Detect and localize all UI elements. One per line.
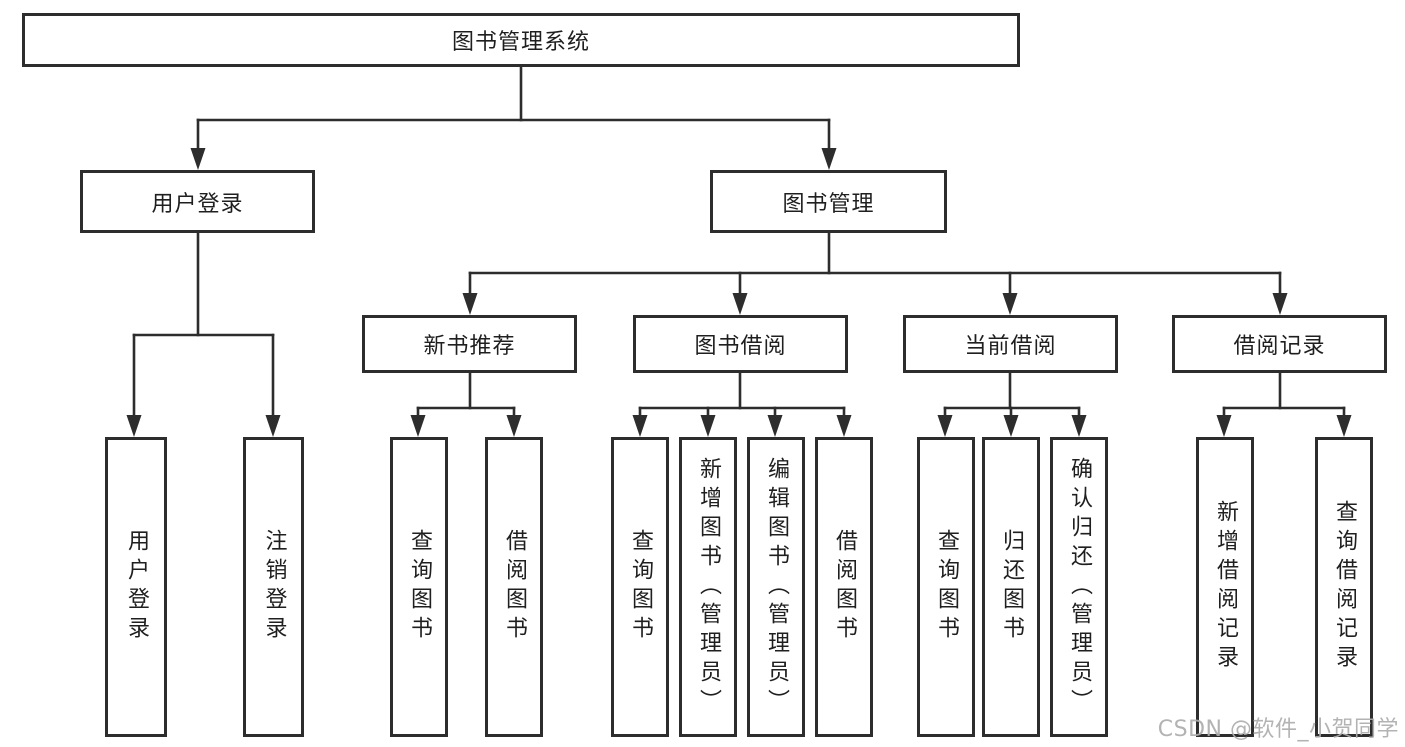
node-label: 查询图书 bbox=[628, 529, 653, 645]
node-borrowing-records: 借阅记录 bbox=[1172, 315, 1387, 373]
node-label: 新增借阅记录 bbox=[1213, 500, 1238, 674]
connector-newbook-to-leaves bbox=[410, 371, 522, 437]
connector-userlogin-to-leaves bbox=[126, 231, 281, 437]
leaf-user-login: 用户登录 bbox=[105, 437, 167, 737]
leaf-query-books-1: 查询图书 bbox=[390, 437, 448, 737]
node-label: 查询图书 bbox=[934, 529, 959, 645]
node-label: 用户登录 bbox=[124, 529, 149, 645]
node-label: 注销登录 bbox=[261, 529, 287, 645]
leaf-logout-login: 注销登录 bbox=[243, 437, 304, 737]
node-label: 图书借阅 bbox=[694, 334, 787, 359]
leaf-borrow-books-1: 借阅图书 bbox=[485, 437, 543, 737]
node-label: 图书管理系统 bbox=[451, 30, 590, 55]
connector-bookmgmt-to-level3 bbox=[462, 231, 1288, 315]
node-label: 当前借阅 bbox=[964, 334, 1057, 359]
node-label: 确认归还（管理员） bbox=[1067, 456, 1092, 718]
leaf-return-books: 归还图书 bbox=[982, 437, 1040, 737]
leaf-edit-book-admin: 编辑图书（管理员） bbox=[747, 437, 805, 737]
node-book-borrowing: 图书借阅 bbox=[633, 315, 848, 373]
node-current-borrowing: 当前借阅 bbox=[903, 315, 1118, 373]
node-label: 归还图书 bbox=[999, 529, 1024, 645]
node-new-book-recommendation: 新书推荐 bbox=[362, 315, 577, 373]
connector-records-to-leaves bbox=[1216, 371, 1352, 437]
leaf-borrow-books-2: 借阅图书 bbox=[815, 437, 873, 737]
node-label: 新增图书（管理员） bbox=[696, 456, 721, 718]
connector-root-to-level2 bbox=[190, 65, 837, 170]
node-label: 借阅图书 bbox=[832, 529, 857, 645]
node-book-management: 图书管理 bbox=[710, 170, 947, 233]
node-label: 借阅图书 bbox=[502, 529, 527, 645]
leaf-query-borrow-record: 查询借阅记录 bbox=[1315, 437, 1373, 737]
node-label: 编辑图书（管理员） bbox=[764, 456, 789, 718]
leaf-add-book-admin: 新增图书（管理员） bbox=[679, 437, 737, 737]
node-label: 查询借阅记录 bbox=[1332, 500, 1357, 674]
leaf-query-books-2: 查询图书 bbox=[611, 437, 669, 737]
node-label: 新书推荐 bbox=[423, 334, 516, 359]
leaf-add-borrow-record: 新增借阅记录 bbox=[1196, 437, 1254, 737]
node-label: 查询图书 bbox=[407, 529, 432, 645]
node-user-login: 用户登录 bbox=[80, 170, 315, 233]
node-label: 用户登录 bbox=[151, 191, 244, 217]
leaf-query-books-3: 查询图书 bbox=[917, 437, 975, 737]
leaf-confirm-return-admin: 确认归还（管理员） bbox=[1050, 437, 1108, 737]
connector-current-to-leaves bbox=[937, 371, 1087, 437]
connector-borrow-to-leaves bbox=[632, 371, 852, 437]
node-label: 借阅记录 bbox=[1233, 334, 1326, 359]
node-label: 图书管理 bbox=[782, 191, 875, 217]
node-library-management-system: 图书管理系统 bbox=[22, 13, 1020, 67]
